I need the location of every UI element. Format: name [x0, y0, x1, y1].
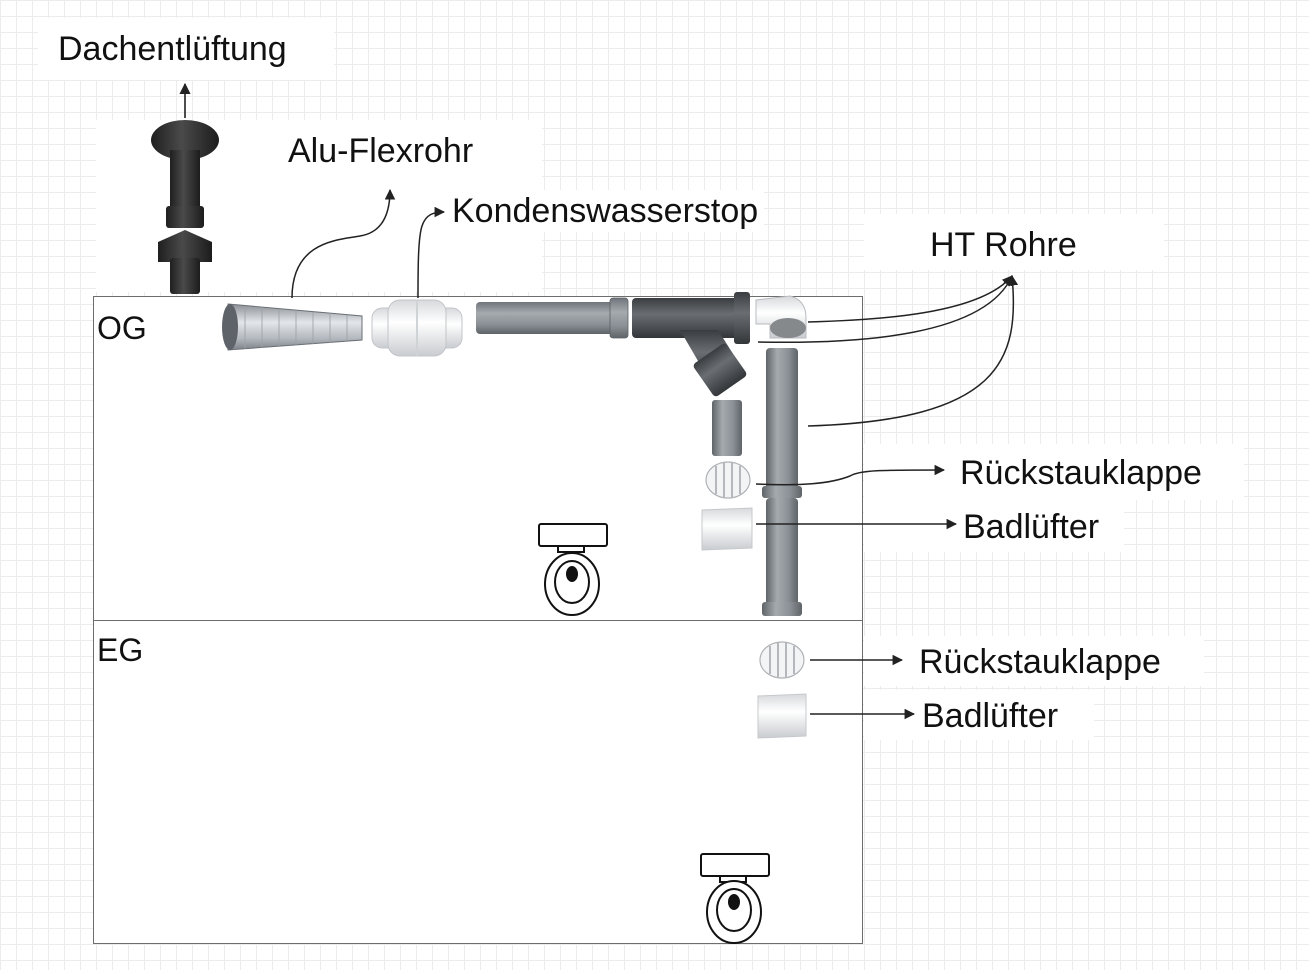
bath-fan-eg-icon — [757, 693, 807, 739]
elbow-icon — [755, 295, 807, 339]
label-ht-pipes: HT Rohre — [924, 224, 1083, 266]
label-backflow-eg: Rückstauklappe — [913, 641, 1167, 683]
floor-label-eg: EG — [97, 632, 144, 668]
ht-pipe-short-icon — [712, 400, 742, 456]
roof-vent-icon — [151, 120, 219, 294]
label-roof-vent: Dachentlüftung — [52, 28, 293, 70]
room-og — [93, 296, 863, 621]
label-alu-flex: Alu-Flexrohr — [282, 130, 480, 172]
connectors — [291, 188, 1019, 720]
floor-label-og: OG — [97, 310, 147, 346]
ht-pipe-vertical-upper-icon — [762, 348, 802, 498]
bath-fan-og-icon — [701, 507, 753, 551]
label-bath-fan-eg: Badlüfter — [916, 695, 1065, 737]
ht-pipe-vertical-lower-icon — [762, 498, 802, 616]
y-branch-icon — [632, 292, 750, 397]
label-condensate-stop: Kondenswasserstop — [446, 190, 765, 232]
label-bath-fan-og: Badlüfter — [957, 506, 1106, 548]
alu-flex-pipe-icon — [222, 303, 363, 351]
label-backflow-og: Rückstauklappe — [954, 452, 1208, 494]
backflow-valve-og-icon — [705, 461, 751, 499]
toilet-og-icon — [538, 523, 608, 616]
toilet-eg-icon — [700, 853, 770, 944]
backflow-valve-eg-icon — [759, 641, 805, 679]
condensate-stop-icon — [371, 299, 463, 357]
ht-pipe-horizontal-icon — [476, 297, 629, 339]
